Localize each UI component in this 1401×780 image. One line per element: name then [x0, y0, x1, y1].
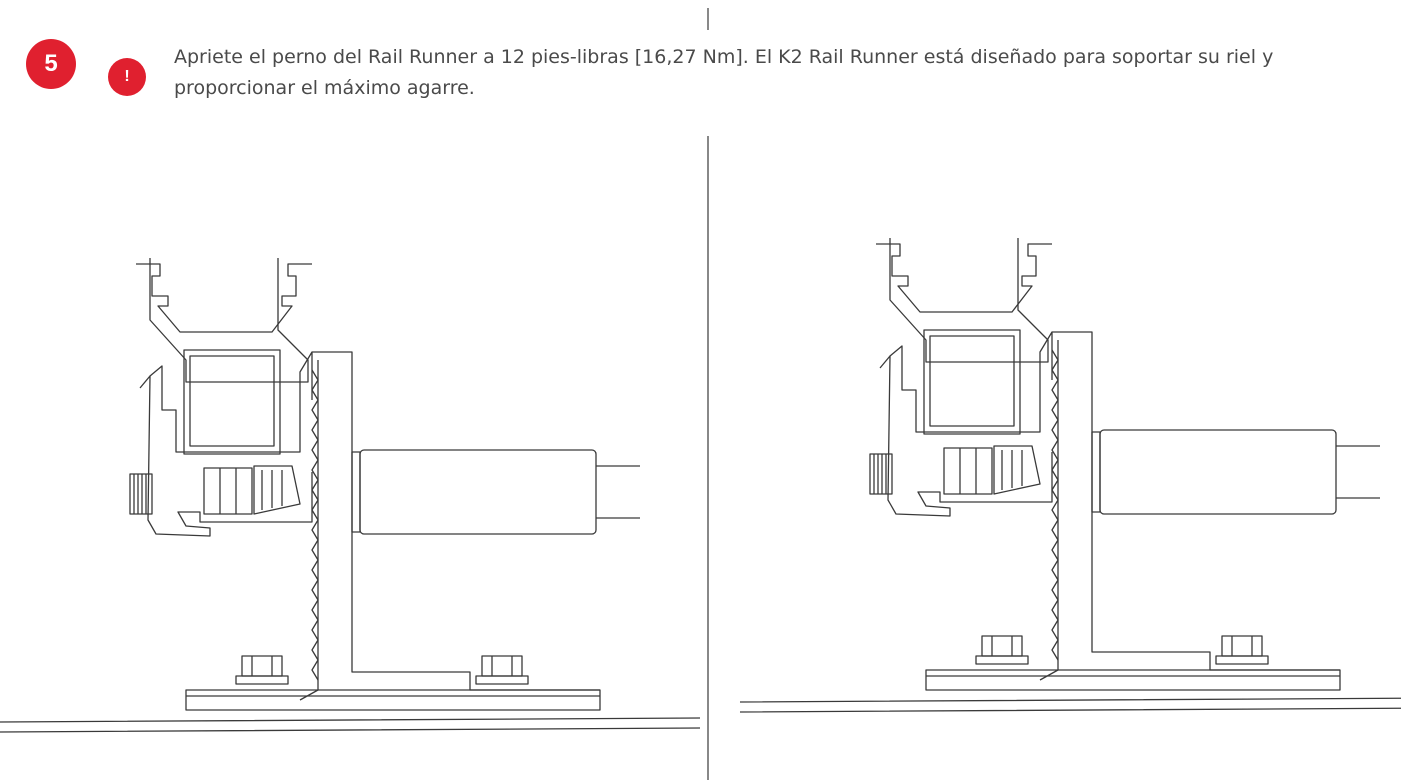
step-number-badge: 5 [26, 39, 76, 89]
after-tightening-view [739, 237, 1401, 713]
instruction-text: Apriete el perno del Rail Runner a 12 pi… [174, 46, 1274, 99]
warning-icon: ! [108, 58, 146, 96]
before-tightening-view [0, 257, 701, 733]
